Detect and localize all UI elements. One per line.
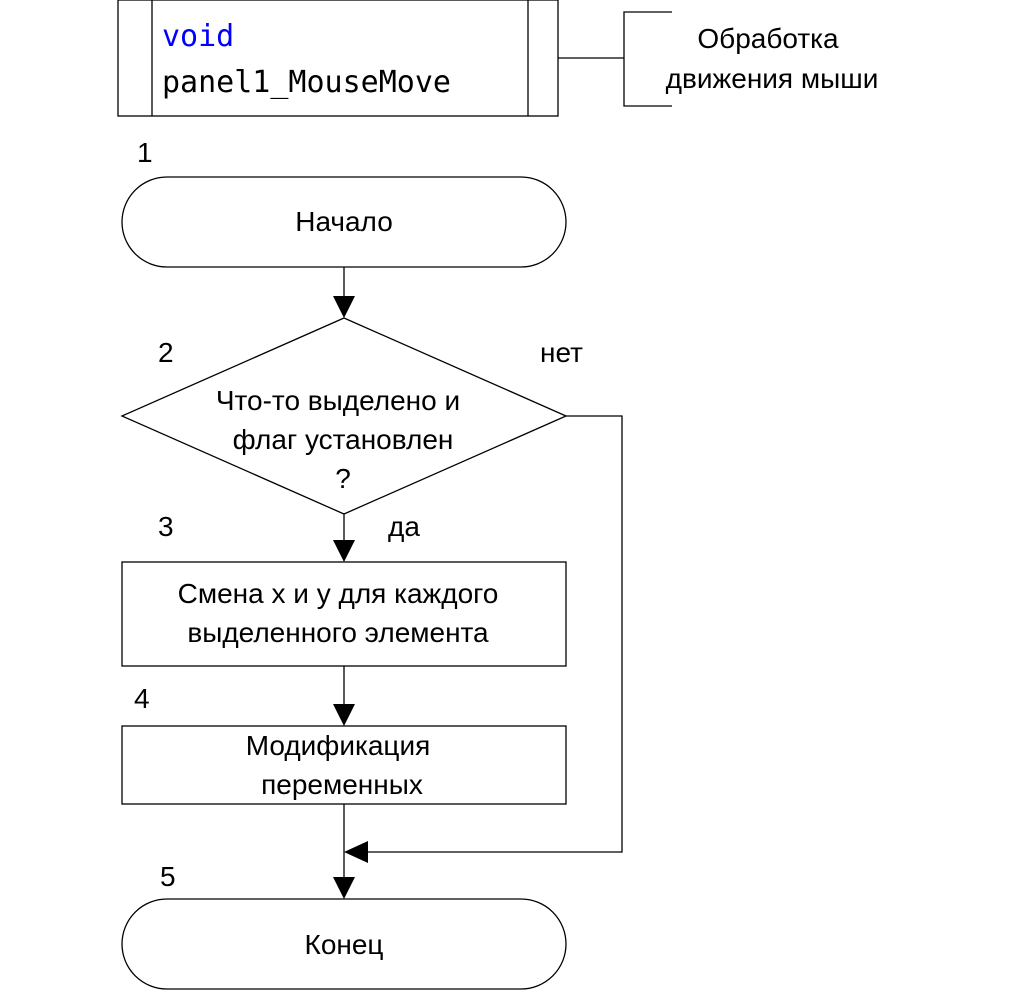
process2-line-1: Модификация — [246, 730, 431, 761]
decision-line-3: ? — [335, 463, 351, 494]
process1-line-1: Смена x и y для каждого — [178, 578, 499, 609]
arrow-head-merge — [344, 841, 368, 863]
comment-line-1: Обработка — [697, 23, 839, 54]
block-number-4: 4 — [134, 683, 150, 714]
block-number-3: 3 — [158, 511, 174, 542]
branch-label-no: нет — [540, 337, 583, 368]
block-number-1: 1 — [137, 137, 153, 168]
process-block-2: Модификация переменных — [121, 725, 567, 805]
decision-line-1: Что-то выделено и — [216, 385, 460, 416]
subroutine-block: void panel1_MouseMove — [117, 0, 559, 117]
start-label: Начало — [295, 206, 393, 237]
arrow-head-process1 — [333, 540, 355, 562]
process2-line-2: переменных — [261, 769, 423, 800]
connector-no-bypass — [366, 415, 623, 853]
decision-line-2: флаг установлен — [233, 424, 454, 455]
end-label: Конец — [305, 929, 384, 960]
block-number-5: 5 — [160, 861, 176, 892]
subroutine-name: panel1_MouseMove — [162, 65, 451, 100]
block-number-2: 2 — [158, 337, 174, 368]
comment-annotation: Обработка движения мыши — [558, 11, 879, 107]
comment-line-2: движения мыши — [666, 63, 879, 94]
arrow-head-process2 — [333, 704, 355, 726]
end-terminator: 5 Конец — [121, 861, 567, 990]
arrow-head-end — [333, 877, 355, 899]
start-terminator: 1 Начало — [121, 137, 567, 268]
arrow-head-decision — [333, 296, 355, 318]
branch-label-yes: да — [388, 511, 420, 542]
process-block-1: Смена x и y для каждого выделенного элем… — [121, 561, 567, 667]
decision-diamond: 2 Что-то выделено и флаг установлен ? — [120, 317, 568, 515]
subroutine-keyword: void — [162, 19, 234, 54]
process1-line-2: выделенного элемента — [187, 617, 489, 648]
